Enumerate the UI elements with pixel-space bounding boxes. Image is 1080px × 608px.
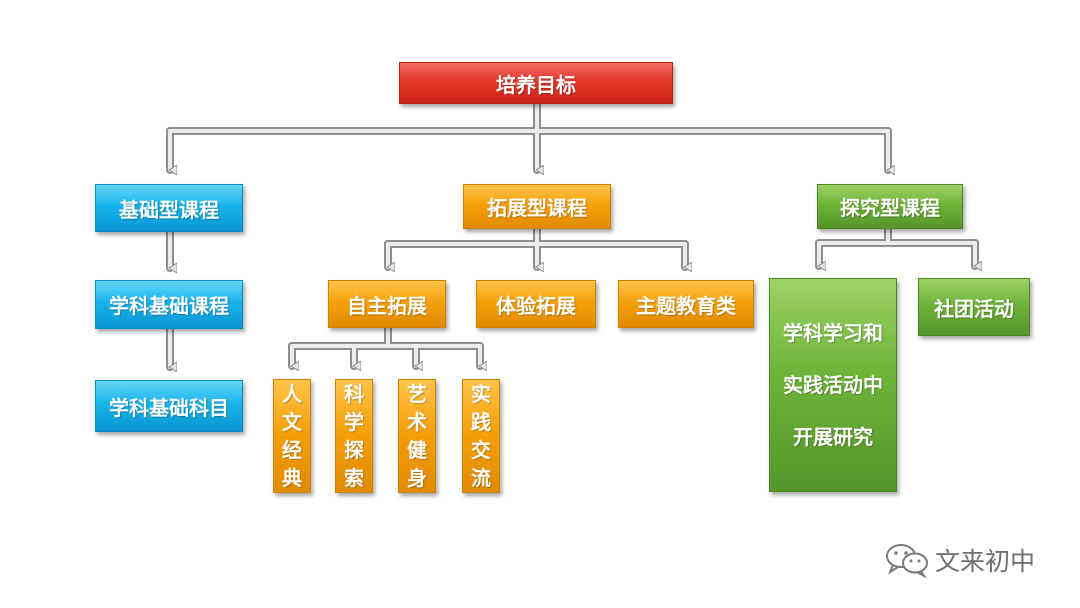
basic-course-label: 基础型课程 <box>119 197 219 222</box>
practice-exchange-label: 实践交流 <box>471 382 491 490</box>
arts-fitness-label: 艺术健身 <box>407 382 427 490</box>
practice-exchange-node: 实践交流 <box>462 379 500 493</box>
club-activities-node: 社团活动 <box>918 278 1030 336</box>
subject-basic-subject-node: 学科基础科目 <box>95 380 243 432</box>
inquiry-course-node: 探究型课程 <box>817 184 963 229</box>
watermark-text: 文来初中 <box>935 547 1036 576</box>
science-exploration-node: 科学探索 <box>335 379 373 493</box>
theme-education-label: 主题教育类 <box>636 293 736 318</box>
humanities-classics-node: 人文经典 <box>273 379 311 493</box>
subject-basic-course-node: 学科基础课程 <box>95 280 243 329</box>
subject-basic-subject-label: 学科基础科目 <box>109 395 229 420</box>
theme-education-node: 主题教育类 <box>618 280 754 328</box>
experience-extension-node: 体验拓展 <box>476 280 596 328</box>
subject-basic-course-label: 学科基础课程 <box>109 294 229 318</box>
basic-course-node: 基础型课程 <box>95 184 243 232</box>
root-node: 培养目标 <box>399 62 673 104</box>
subject-practice-research-label: 学科学习和实践活动中开展研究 <box>783 321 883 449</box>
watermark: 文来初中 <box>885 540 1055 580</box>
science-exploration-label: 科学探索 <box>344 382 364 490</box>
autonomous-extension-node: 自主拓展 <box>328 280 446 328</box>
autonomous-extension-label: 自主拓展 <box>347 293 427 318</box>
root-label: 培养目标 <box>496 72 576 97</box>
subject-practice-research-node: 学科学习和实践活动中开展研究 <box>769 278 897 492</box>
arts-fitness-node: 艺术健身 <box>398 379 436 493</box>
club-activities-label: 社团活动 <box>934 296 1014 321</box>
inquiry-course-label: 探究型课程 <box>840 196 940 220</box>
extended-course-node: 拓展型课程 <box>463 184 611 229</box>
extended-course-label: 拓展型课程 <box>487 196 587 220</box>
humanities-classics-label: 人文经典 <box>282 382 302 490</box>
wechat-icon <box>886 544 928 578</box>
experience-extension-label: 体验拓展 <box>496 293 576 318</box>
